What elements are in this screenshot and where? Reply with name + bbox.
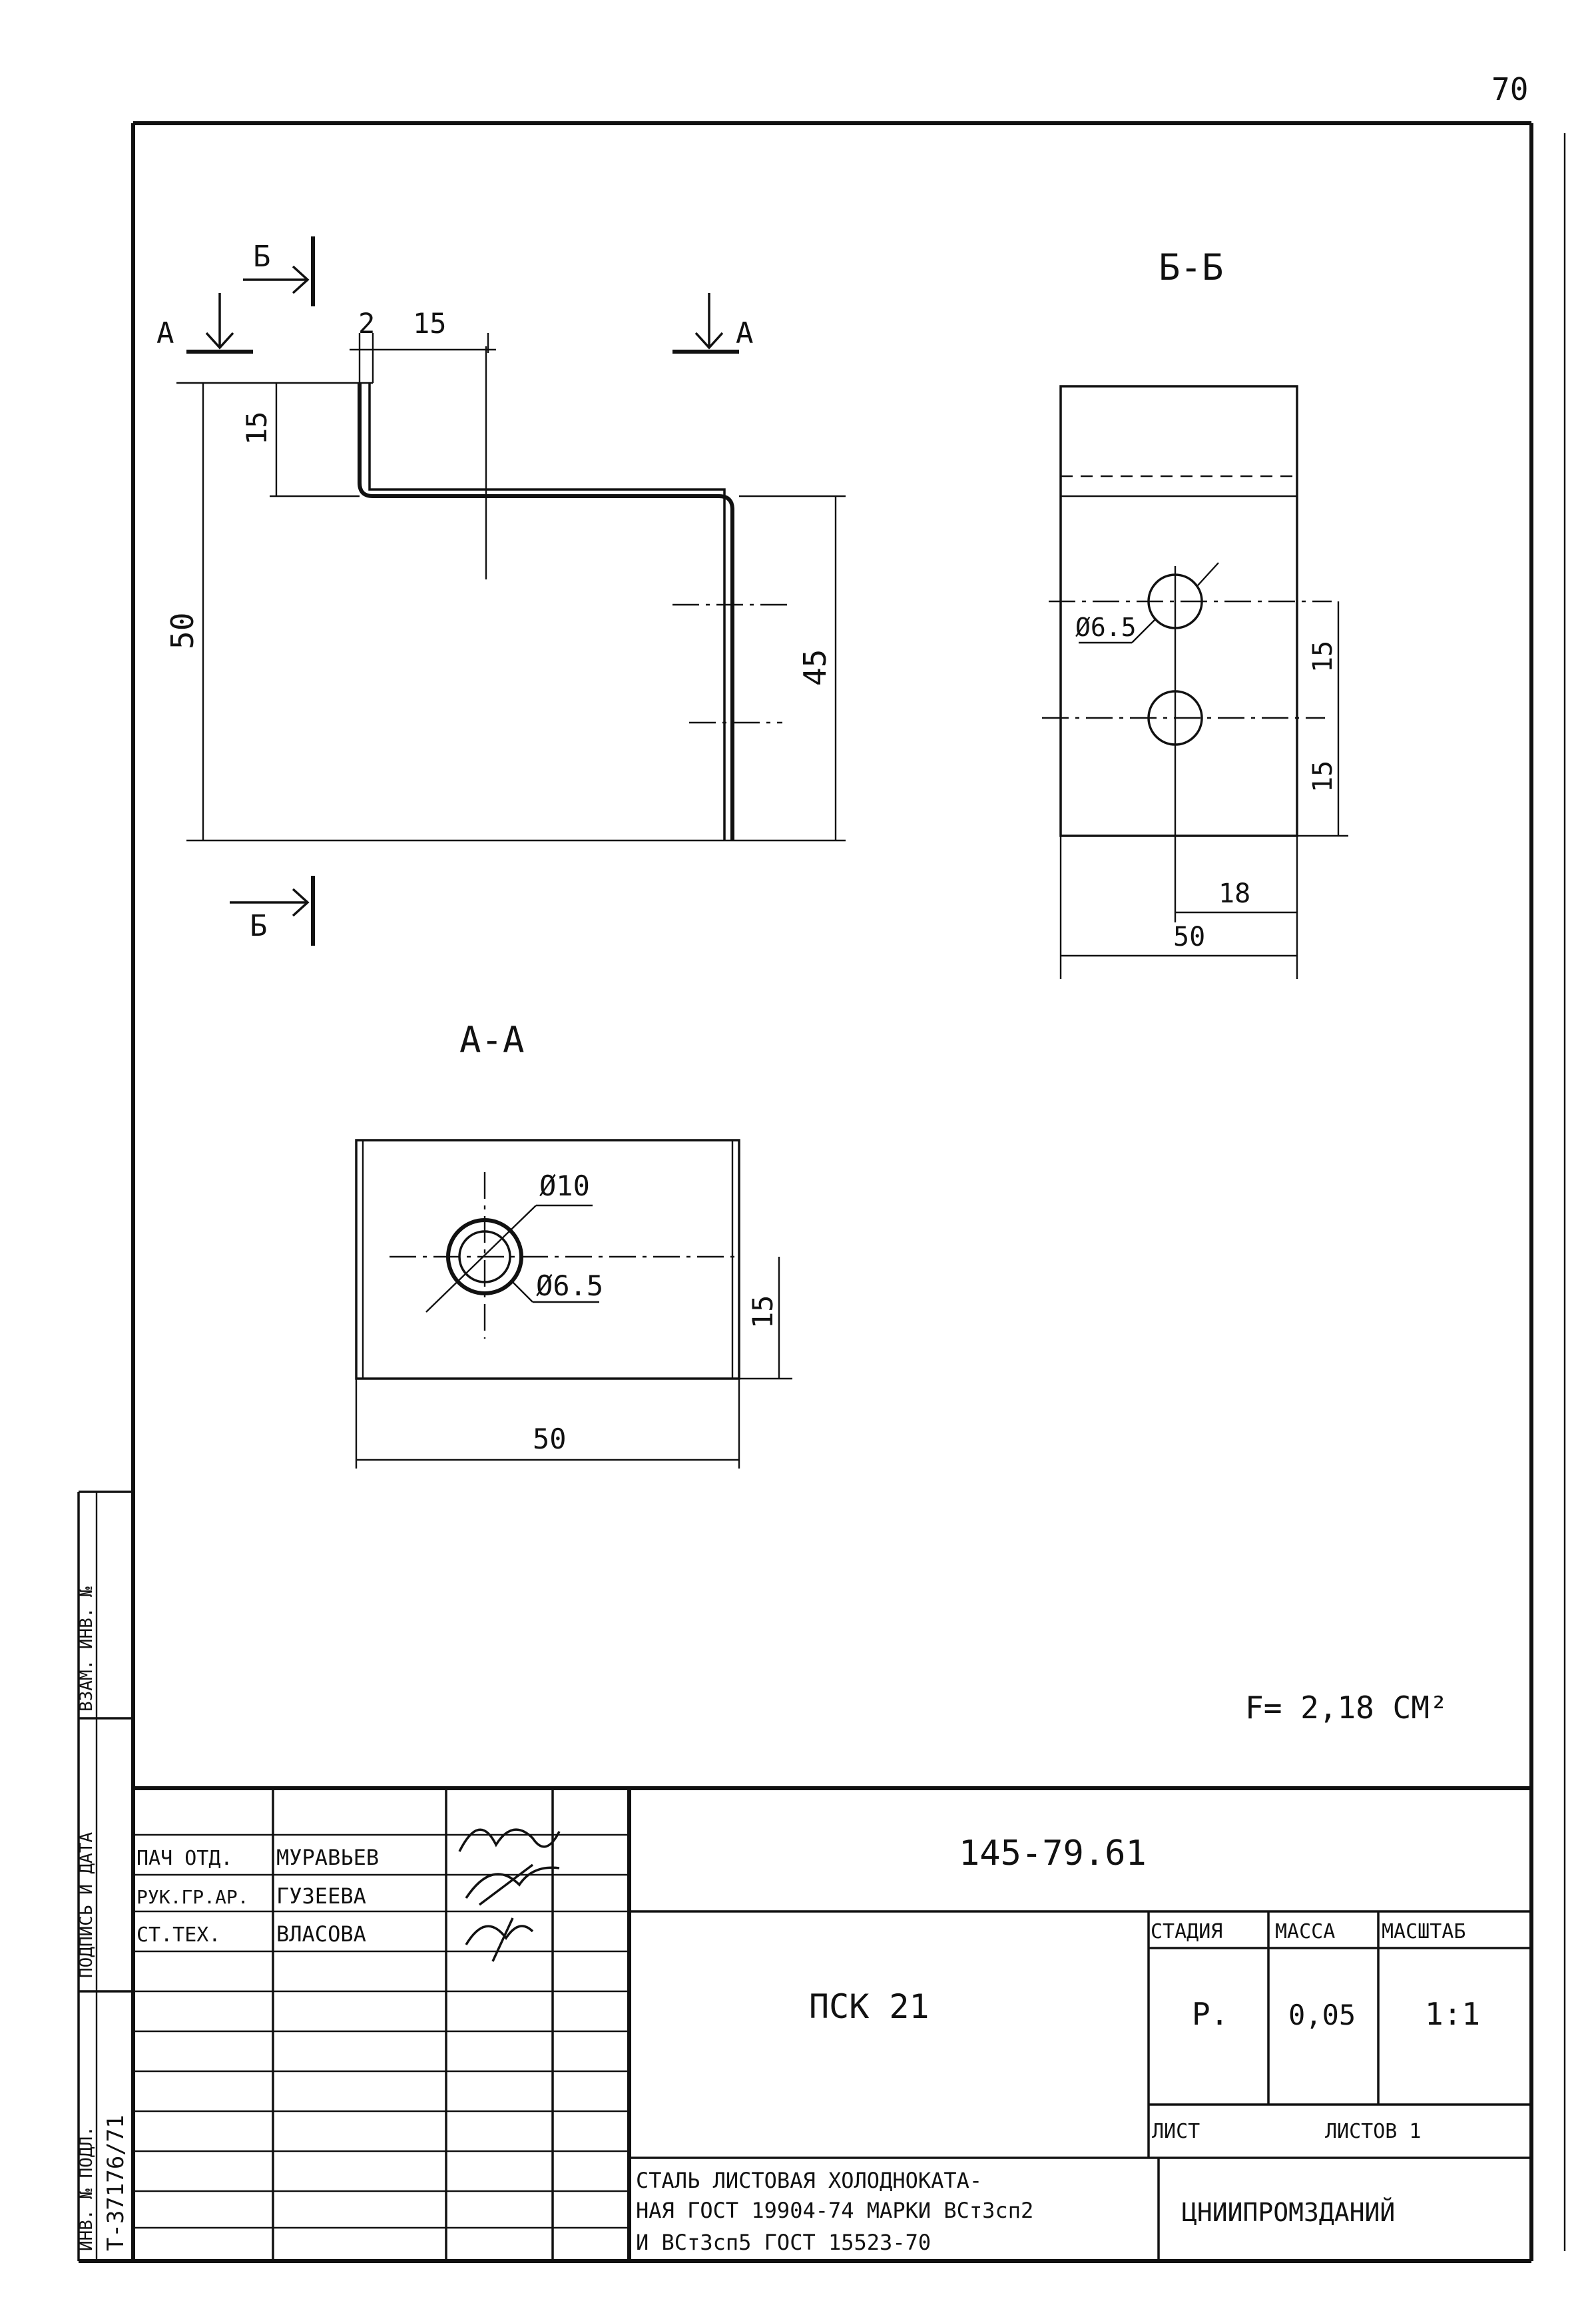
stamp-label-sign-date: ПОДПИСЬ И ДАТА xyxy=(77,1832,97,1978)
stamp-inv-value: Т-37176/71 xyxy=(103,2115,129,2251)
material-line-3: И ВСт3сп5 ГОСТ 15523-70 xyxy=(636,2230,931,2255)
dim-hole-diameter: Ø6.5 xyxy=(536,1269,603,1302)
dim-edge-distance: 15 xyxy=(1308,761,1338,793)
svg-text:Б: Б xyxy=(253,240,271,274)
part-name: ПСК 21 xyxy=(809,1987,930,2026)
dim-height: 50 xyxy=(164,613,200,649)
dim-flange-width: 15 xyxy=(413,307,447,340)
section-b-b: Б-Б Ø6.5 15 15 18 50 xyxy=(1042,246,1348,979)
value-stage: Р. xyxy=(1192,1996,1228,2032)
section-a-a-title: А-А xyxy=(459,1019,525,1061)
section-b-b-title: Б-Б xyxy=(1159,246,1224,288)
signature-name-1: МУРАВЬЕВ xyxy=(276,1845,379,1870)
dim-thickness: 2 xyxy=(358,307,375,340)
area-note: F= 2,18 СМ² xyxy=(1245,1690,1448,1726)
header-mass: МАССА xyxy=(1275,1920,1335,1943)
dim-hole-spacing: 15 xyxy=(1308,641,1338,673)
header-stage: СТАДИЯ xyxy=(1151,1920,1222,1943)
sheet-label: ЛИСТ xyxy=(1152,2120,1200,2143)
value-mass: 0,05 xyxy=(1288,1999,1356,2031)
organization-name: ЦНИИПРОМЗДАНИЙ xyxy=(1182,2198,1395,2227)
margin-stamp: ВЗАМ. ИНВ. № ПОДПИСЬ И ДАТА ИНВ. № ПОДЛ.… xyxy=(77,1491,133,2261)
section-a-a: А-А Ø10 Ø6.5 15 50 xyxy=(355,1019,792,1469)
signature-role-3: СТ.ТЕХ. xyxy=(136,1923,220,1947)
front-view: 2 15 15 50 45 Б А А Б xyxy=(156,236,846,946)
section-marker-b-top: Б xyxy=(243,236,315,306)
dim-web: 45 xyxy=(797,649,833,686)
handwritten-signatures xyxy=(458,1828,561,1962)
signature-name-3: ВЛАСОВА xyxy=(276,1921,366,1947)
value-scale: 1:1 xyxy=(1425,1996,1480,2032)
dim-offset: 15 xyxy=(240,411,273,445)
section-marker-a-right: А xyxy=(672,293,754,354)
signature-name-2: ГУЗЕЕВА xyxy=(276,1883,366,1909)
material-line-1: СТАЛЬ ЛИСТОВАЯ ХОЛОДНОКАТА- xyxy=(636,2168,982,2193)
header-scale: МАСШТАБ xyxy=(1382,1920,1465,1943)
svg-text:А: А xyxy=(156,316,174,350)
svg-text:А: А xyxy=(736,316,754,350)
dim-outer-diameter: Ø10 xyxy=(539,1169,590,1202)
title-block: 145-79.61 ПСК 21 ПАЧ ОТД. МУРАВЬЕВ РУК.Г… xyxy=(133,1786,1531,2261)
z-profile-part xyxy=(358,383,734,840)
stamp-label-inv: ИНВ. № ПОДЛ. xyxy=(77,2126,97,2251)
sheet-frame xyxy=(79,121,1566,2263)
dim-hole-x: 18 xyxy=(1218,878,1250,909)
dim-hole-position: 15 xyxy=(746,1295,779,1329)
svg-text:Б: Б xyxy=(250,909,268,943)
stamp-label-replace: ВЗАМ. ИНВ. № xyxy=(77,1586,97,1712)
material-line-2: НАЯ ГОСТ 19904-74 МАРКИ ВСт3сп2 xyxy=(636,2198,1033,2223)
document-code: 145-79.61 xyxy=(959,1833,1147,1873)
dim-hole-diameter-b: Ø6.5 xyxy=(1075,613,1137,642)
signature-role-1: ПАЧ ОТД. xyxy=(136,1847,233,1870)
dim-width: 50 xyxy=(533,1423,567,1455)
section-marker-a-left: А xyxy=(156,293,253,354)
signature-role-2: РУК.ГР.АР. xyxy=(136,1886,249,1908)
section-marker-b-bottom: Б xyxy=(230,876,315,946)
dim-width-b: 50 xyxy=(1173,922,1205,952)
page-number: 70 xyxy=(1491,71,1528,107)
sheets-label: ЛИСТОВ 1 xyxy=(1325,2120,1422,2143)
